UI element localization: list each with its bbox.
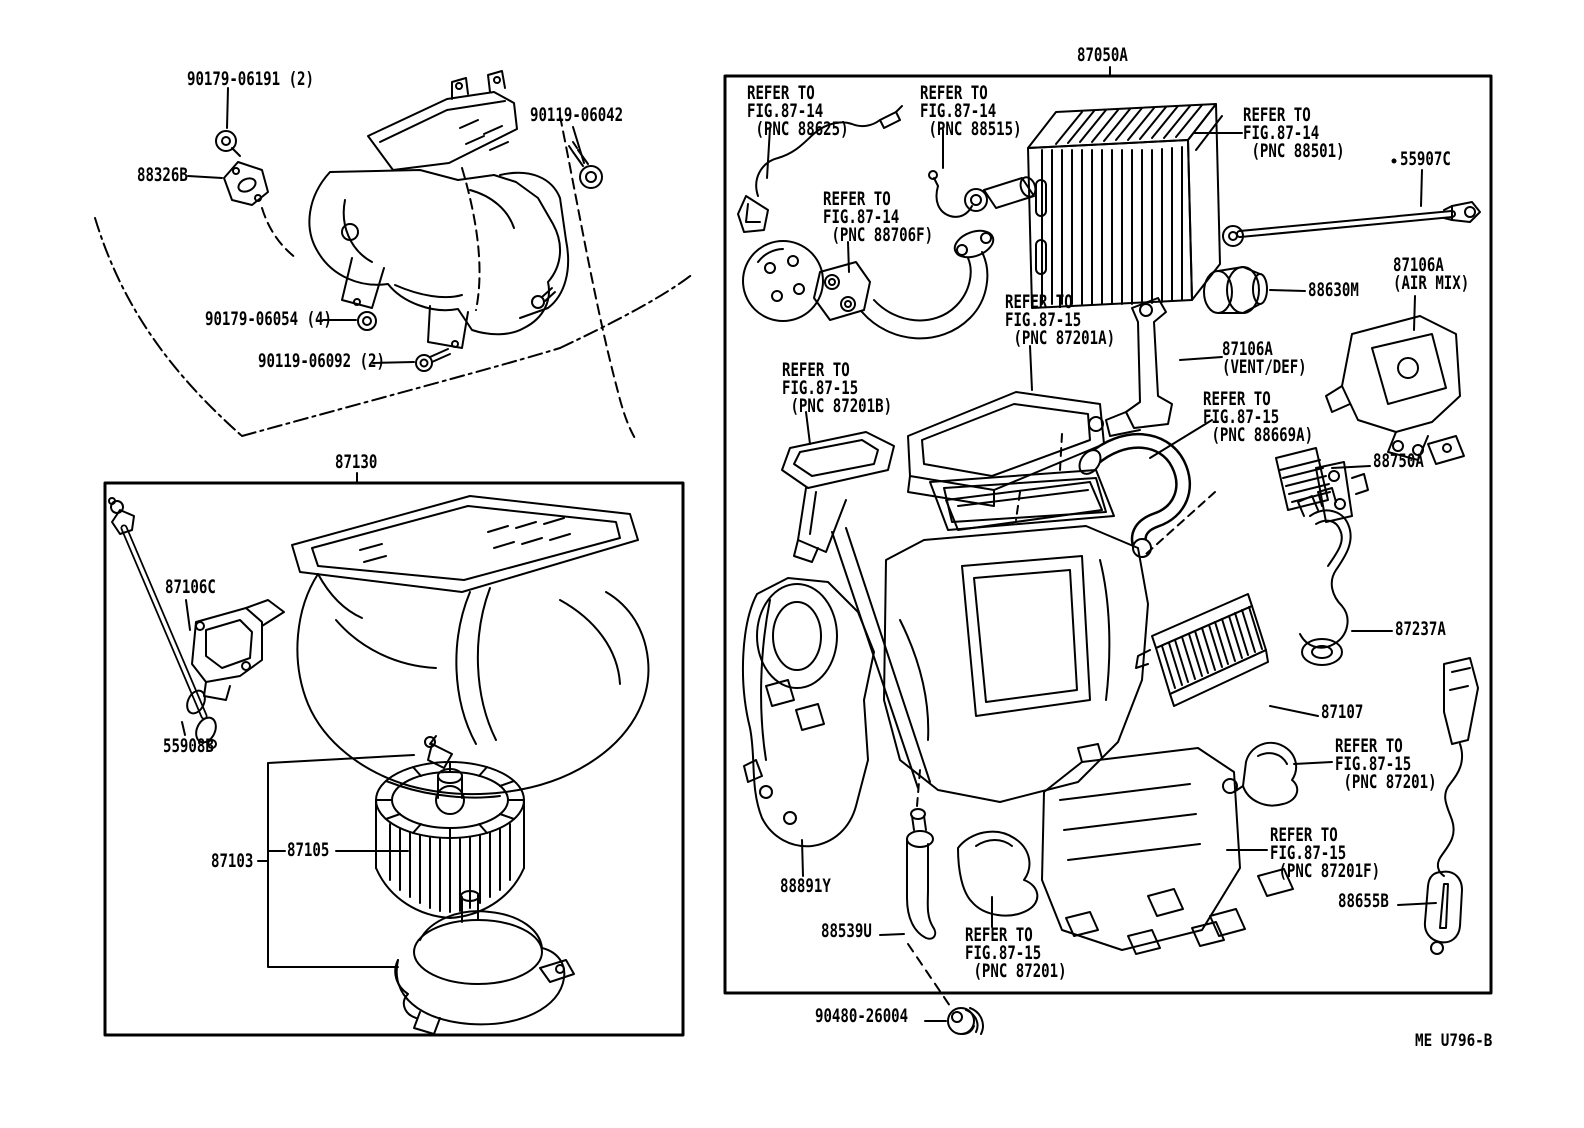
servo-vent-def-sketch [1106, 298, 1172, 436]
ref-label-87201-right: REFER TO FIG.87-15 (PNC 87201) [1335, 735, 1437, 793]
blower-resistor-88750A-sketch [1276, 448, 1368, 522]
part-label-90480-26004: 90480-26004 [815, 1005, 909, 1027]
part-label-87237A: 87237A [1395, 618, 1446, 640]
part-label-90119-06092: 90119-06092 (2) [258, 350, 385, 372]
case-87201F-sketch [1042, 744, 1293, 954]
door-88891Y-sketch [743, 578, 874, 846]
unit-panel-border [725, 76, 1491, 993]
title-ticks [357, 67, 1110, 483]
part-label-87105: 87105 [287, 839, 330, 861]
ref-label-88706F: REFER TO FIG.87-14 (PNC 88706F) [823, 188, 934, 246]
duct-87201B-sketch [782, 432, 894, 562]
panel-borders [105, 76, 1491, 1035]
clamp-87237A-sketch [1298, 488, 1351, 665]
fasteners-sketch [216, 131, 602, 371]
part-label-88539U: 88539U [821, 920, 872, 942]
part-label-87103: 87103 [211, 850, 254, 872]
ref-label-88669A: REFER TO FIG.87-15 (PNC 88669A) [1203, 388, 1314, 446]
ref-label-87201F: REFER TO FIG.87-15 (PNC 87201F) [1270, 824, 1381, 882]
amplifier-88706F-sketch [743, 226, 997, 339]
figure-code: ME U796-B [1415, 1031, 1493, 1051]
duct-87201A-sketch [908, 392, 1104, 530]
control-cable-lower-sketch [109, 498, 220, 748]
part-label-87106A-air-mix: 87106A (AIR MIX) [1393, 254, 1470, 294]
drain-hose-sketch [907, 770, 950, 1006]
blower-motor-sketch [395, 891, 574, 1034]
leader-lines [182, 88, 1436, 1021]
part-label-88750A: 88750A [1373, 450, 1424, 472]
part-label-90119-06042: 90119-06042 [530, 104, 624, 126]
resistor-88630M-sketch [1204, 267, 1267, 313]
heater-core-sketch [1136, 594, 1268, 706]
part-label-87107: 87107 [1321, 701, 1364, 723]
harness-88655B-sketch [1425, 658, 1478, 954]
blower-panel-border [105, 483, 683, 1035]
blower-case-sketch [292, 496, 648, 798]
ref-label-87201B: REFER TO FIG.87-15 (PNC 87201B) [782, 359, 893, 417]
part-label-55908B: 55908B [163, 735, 214, 757]
damper-actuator-sketch [192, 600, 284, 700]
knob-87201-sketch [1234, 743, 1297, 806]
part-label-88630M: 88630M [1308, 279, 1359, 301]
blower-fan-sketch [376, 736, 524, 918]
part-label-87106A-vent-def: 87106A (VENT/DEF) [1222, 338, 1307, 378]
hose-88669A-sketch [1075, 441, 1215, 557]
part-label-88655B: 88655B [1338, 890, 1389, 912]
ref-label-88515: REFER TO FIG.87-14 (PNC 88515) [920, 82, 1022, 140]
ref-label-87201A: REFER TO FIG.87-15 (PNC 87201A) [1005, 291, 1116, 349]
thermistor-wire-88625-sketch [738, 106, 902, 232]
part-label-90179-06054: 90179-06054 (4) [205, 308, 332, 330]
ref-label-88625: REFER TO FIG.87-14 (PNC 88625) [747, 82, 849, 140]
ref-label-87201-bottom: REFER TO FIG.87-15 (PNC 87201) [965, 924, 1067, 982]
part-label-90179-06191: 90179-06191 (2) [187, 68, 314, 90]
main-case-sketch [832, 470, 1148, 802]
servo-air-mix-sketch [1326, 316, 1464, 464]
evaporator-sketch [1028, 104, 1222, 308]
sensor-88515-sketch [929, 171, 1038, 217]
part-label-88326B: 88326B [137, 164, 188, 186]
grommet-plug-sketch [948, 1008, 983, 1034]
panel-title-87050A: 87050A [1077, 44, 1128, 66]
ref-label-88501: REFER TO FIG.87-14 (PNC 88501) [1243, 104, 1345, 162]
boot-87201-sketch [958, 832, 1037, 916]
part-label-87106C: 87106C [165, 576, 216, 598]
hvac-unit-sketch [95, 71, 694, 440]
blower-bracket-lines [268, 755, 414, 967]
part-label-55907C: 55907C [1400, 148, 1451, 170]
control-cable-upper-sketch [1223, 160, 1480, 247]
panel-title-87130: 87130 [335, 451, 378, 473]
part-label-88891Y: 88891Y [780, 875, 831, 897]
